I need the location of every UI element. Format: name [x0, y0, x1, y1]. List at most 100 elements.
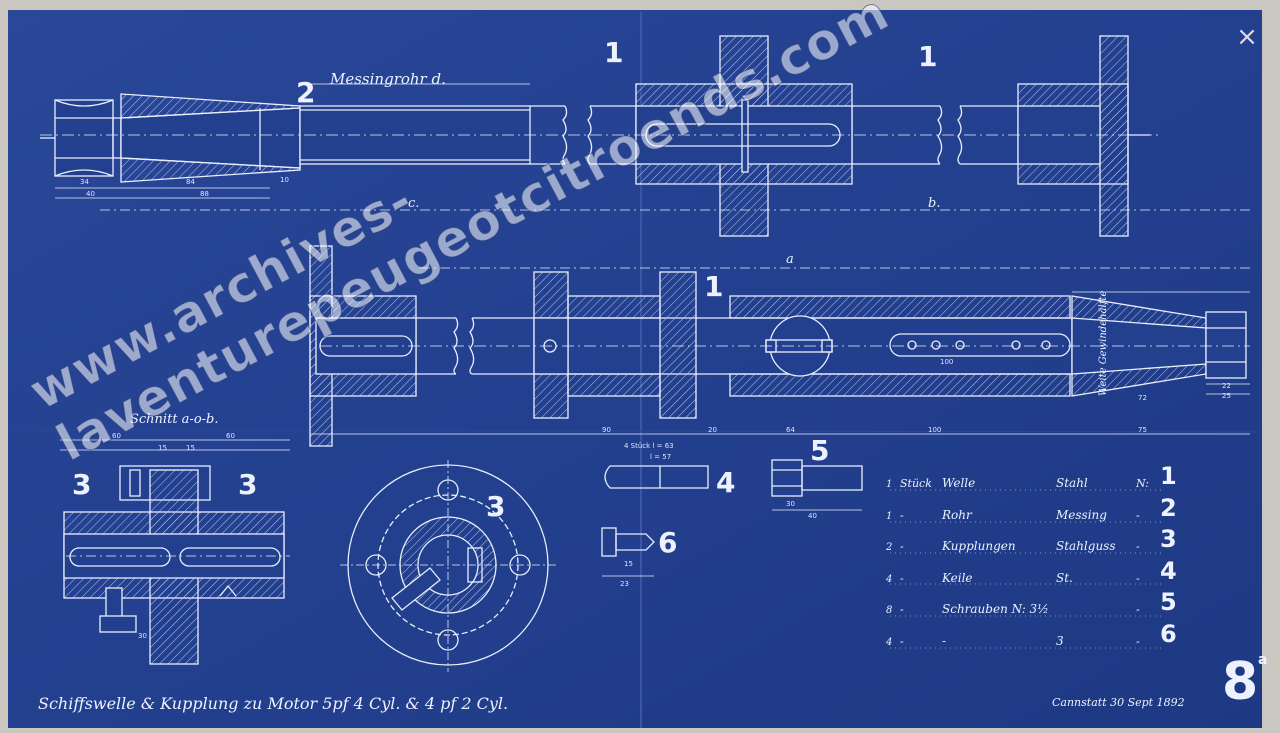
- dim-mid-72: 72: [1138, 394, 1147, 402]
- dim-top-84: 84: [186, 178, 195, 186]
- parts-material: 3: [1056, 634, 1064, 648]
- parts-list-row: 8-Schrauben N: 3½-5: [886, 588, 1206, 618]
- place-date: Cannstatt 30 Sept 1892: [1052, 696, 1185, 709]
- screw-part-5: [771, 459, 863, 511]
- top-dim-lines: [40, 83, 1250, 211]
- sheet-number: 8: [1222, 652, 1259, 712]
- parts-number: 5: [1160, 588, 1177, 617]
- part-number-1-top-b: 1: [918, 40, 938, 73]
- part-number-5: 5: [810, 434, 830, 467]
- part-number-1-top-a: 1: [604, 36, 624, 69]
- parts-prefix: -: [1136, 603, 1140, 617]
- parts-name: Rohr: [942, 507, 972, 522]
- mid-dim-lines: [310, 267, 1250, 435]
- dim-sec-15a: 15: [158, 444, 167, 452]
- parts-unit: Stück: [900, 477, 932, 490]
- parts-prefix: N:: [1136, 477, 1149, 490]
- parts-prefix: -: [1136, 540, 1140, 554]
- parts-name: Schrauben N: 3½: [942, 602, 1049, 617]
- dim-top-10: 10: [280, 176, 289, 184]
- parts-unit: -: [900, 540, 904, 554]
- dim-k4-len2: l = 57: [650, 453, 672, 461]
- dim-top-88: 88: [200, 190, 209, 198]
- dim-mid-75: 75: [1138, 426, 1147, 434]
- dim-sec-30: 30: [138, 632, 147, 640]
- dim-k5-30: 30: [786, 500, 795, 508]
- view-letter-a: a: [786, 252, 794, 267]
- parts-name: Kupplungen: [942, 539, 1016, 554]
- dim-s6-15: 15: [624, 560, 633, 568]
- dim-mid-20: 20: [708, 426, 717, 434]
- parts-name: Welle: [942, 476, 976, 490]
- part-number-4: 4: [716, 466, 736, 499]
- mid-shaft-body: [469, 271, 1207, 419]
- parts-qty: 8: [886, 605, 893, 617]
- brass-tube-label: Messingrohr d.: [330, 70, 446, 88]
- parts-name: Keile: [942, 570, 973, 585]
- close-icon[interactable]: ×: [1236, 22, 1258, 52]
- part-number-2: 2: [296, 76, 316, 109]
- parts-qty: 1: [886, 479, 893, 490]
- dim-k5-40: 40: [808, 512, 817, 520]
- parts-unit: -: [900, 508, 904, 522]
- parts-prefix: -: [1136, 571, 1140, 585]
- dim-top-34: 34: [80, 178, 89, 186]
- drawing-lines: [40, 35, 1250, 672]
- part-number-1-mid: 1: [704, 270, 724, 303]
- key-part-4: [604, 465, 709, 489]
- dim-sec-60a: 60: [112, 432, 121, 440]
- dim-mid-25: 25: [1222, 392, 1231, 400]
- part-number-3-right: 3: [238, 468, 258, 501]
- part-number-3-left: 3: [72, 468, 92, 501]
- parts-material: Stahl: [1056, 476, 1088, 490]
- dim-mid-64: 64: [786, 426, 795, 434]
- parts-prefix: -: [1136, 508, 1140, 522]
- drawing-title: Schiffswelle & Kupplung zu Motor 5pf 4 C…: [38, 694, 509, 713]
- section-coupling: [60, 439, 290, 665]
- parts-prefix: -: [1136, 635, 1140, 648]
- parts-qty: 4: [886, 573, 893, 585]
- top-right-flange: [957, 35, 1150, 237]
- dim-k4-len: 4 Stück l = 63: [624, 442, 674, 450]
- view-letter-c: c.: [408, 196, 420, 211]
- dim-mid-100: 100: [928, 426, 942, 434]
- parts-name: -: [942, 634, 947, 648]
- dim-mid-22: 22: [1222, 382, 1231, 390]
- dim-sec-60b: 60: [226, 432, 235, 440]
- thread-label: Weite Gewindehälfte: [1098, 290, 1109, 396]
- parts-qty: 1: [886, 510, 893, 522]
- parts-number: 3: [1160, 525, 1177, 554]
- parts-number: 6: [1160, 620, 1177, 648]
- section-label: Schnitt a-o-b.: [130, 412, 219, 427]
- part-number-3-flange: 3: [486, 490, 506, 523]
- parts-material: Stahlguss: [1056, 539, 1116, 554]
- parts-material: Messing: [1056, 507, 1107, 522]
- parts-number: 1: [1160, 462, 1177, 490]
- dim-mid-90: 90: [602, 426, 611, 434]
- parts-unit: -: [900, 635, 904, 648]
- part-number-6: 6: [658, 526, 678, 559]
- parts-qty: 2: [886, 542, 893, 554]
- screw-part-6: [601, 527, 655, 577]
- view-letter-b: b.: [928, 196, 941, 211]
- sheet-number-suffix: a: [1258, 652, 1268, 668]
- parts-material: St.: [1056, 570, 1073, 585]
- parts-unit: -: [900, 603, 904, 617]
- parts-qty: 4: [886, 637, 893, 648]
- dim-top-40: 40: [86, 190, 95, 198]
- parts-list-row: 4--3-6: [886, 620, 1206, 650]
- dim-mid-100b: 100: [940, 358, 954, 366]
- dim-sec-15b: 15: [186, 444, 195, 452]
- parts-unit: -: [900, 571, 904, 585]
- dim-s6-23: 23: [620, 580, 629, 588]
- flange-end-view: [340, 460, 556, 672]
- parts-number: 2: [1160, 493, 1177, 522]
- mid-nut: [1205, 311, 1247, 379]
- parts-list-leaders: [890, 489, 1165, 649]
- top-tapered-shaft: [120, 93, 301, 183]
- parts-number: 4: [1160, 556, 1177, 585]
